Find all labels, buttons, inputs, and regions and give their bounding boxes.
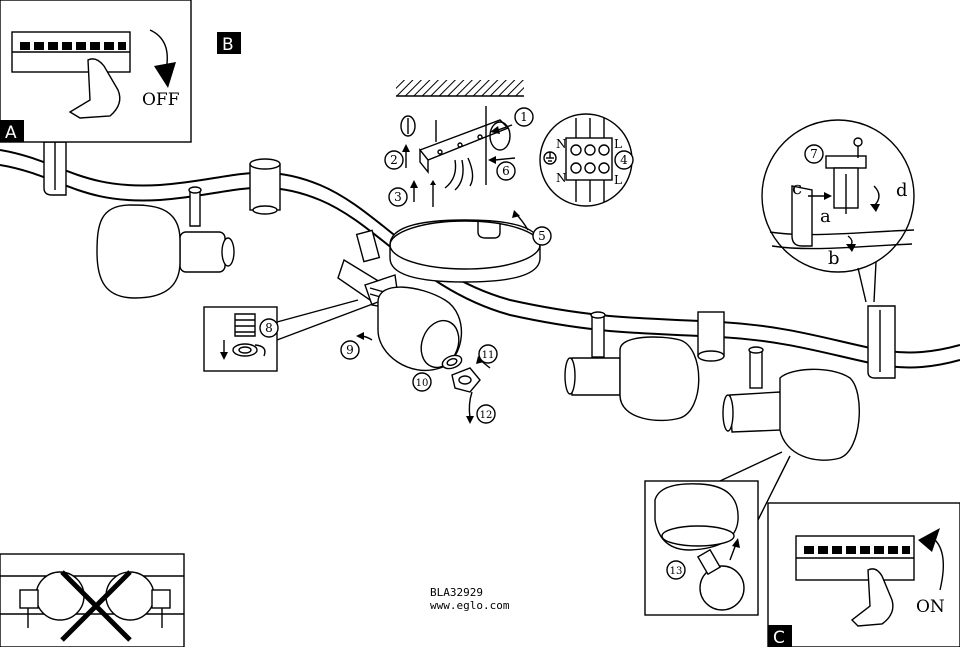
- svg-text:9: 9: [346, 343, 354, 357]
- ground-icon: [543, 151, 557, 165]
- step-marker-2: 2: [384, 150, 404, 170]
- panel-a-switch-off: OFF A: [0, 0, 192, 143]
- step-marker-9: 9: [340, 340, 360, 360]
- product-code: BLA32929: [430, 586, 483, 599]
- svg-text:10: 10: [416, 378, 429, 389]
- step-marker-12: 12: [476, 404, 496, 424]
- screw-vertical: [430, 106, 487, 207]
- svg-text:4: 4: [620, 153, 628, 167]
- breaker-row-c: [804, 546, 910, 554]
- terminal-n-bottom: N: [556, 171, 567, 185]
- svg-text:2: 2: [390, 153, 398, 167]
- spot-lamp-left: [96, 186, 235, 299]
- screwdriver-icon: [400, 115, 416, 137]
- panel-c-switch-on: ON C: [767, 502, 960, 647]
- panel-c-on-label: ON: [916, 597, 945, 617]
- panel-b-letter: B: [222, 35, 234, 55]
- svg-text:3: 3: [394, 190, 402, 204]
- spot-lamp-right-1: [564, 311, 700, 422]
- terminal-l-bottom: L: [614, 173, 622, 187]
- rail-clip-left: [43, 141, 67, 196]
- step-marker-8: 8: [259, 318, 279, 338]
- detail-letter-b: b: [828, 248, 840, 269]
- arrow-step-6: [488, 156, 516, 164]
- panel-a-letter: A: [5, 123, 17, 143]
- step-marker-13: 13: [666, 560, 686, 580]
- footer-info: BLA32929 www.eglo.com: [430, 586, 509, 612]
- arrow-step-9: [356, 332, 373, 341]
- panel-wrong-orientation: [0, 553, 185, 647]
- step-marker-1: 1: [514, 107, 534, 127]
- spot-lamp-center: [337, 229, 463, 371]
- spot-lamp-right-2: [722, 346, 860, 461]
- breaker-row-a: [20, 42, 126, 50]
- step-marker-6: 6: [496, 161, 516, 181]
- step-markers: 1 2 3 4 5 6 7 8 9 10 11 12 13: [259, 107, 824, 580]
- panel-a-off-label: OFF: [142, 90, 180, 110]
- rail-spacer-1: [249, 158, 281, 215]
- ceiling-canopy: [389, 219, 541, 283]
- lampshade-ring-parts: [441, 354, 491, 424]
- curved-rail: [0, 149, 960, 369]
- detail-box-socket: [203, 299, 379, 372]
- step-marker-10: 10: [412, 372, 432, 392]
- step-marker-4: 4: [614, 150, 634, 170]
- detail-letter-d: d: [896, 180, 908, 201]
- svg-text:12: 12: [480, 410, 493, 421]
- terminal-n-top: N: [556, 137, 567, 151]
- screw-icon: [853, 137, 863, 158]
- svg-text:8: 8: [265, 321, 273, 335]
- arrow-step-5: [512, 210, 529, 231]
- arrow-step-3: [410, 180, 418, 202]
- website-url: www.eglo.com: [430, 599, 510, 612]
- svg-text:11: 11: [482, 350, 495, 361]
- step-marker-3: 3: [388, 187, 408, 207]
- clip-detail-circle: c a b d: [761, 119, 915, 303]
- ceiling-surface: [396, 80, 524, 97]
- panel-b-marker: B: [217, 32, 241, 55]
- svg-text:7: 7: [810, 147, 818, 161]
- panel-c-letter: C: [773, 628, 785, 647]
- bulb-icon: [696, 548, 745, 611]
- svg-text:5: 5: [538, 229, 546, 243]
- cross-icon: [60, 570, 132, 642]
- svg-text:6: 6: [502, 164, 510, 178]
- rail-clip-right: [867, 305, 896, 379]
- arrow-step-2: [402, 144, 410, 168]
- terminal-detail-circle: N L N L: [539, 113, 633, 207]
- step-marker-7: 7: [804, 144, 824, 164]
- arrow-step-1: [489, 121, 513, 151]
- svg-text:1: 1: [520, 110, 528, 124]
- bulb-detail-box: [644, 451, 791, 616]
- svg-text:13: 13: [670, 566, 683, 577]
- terminal-l-top: L: [614, 137, 622, 151]
- step-marker-11: 11: [478, 344, 498, 364]
- rail-spacer-2: [697, 311, 725, 362]
- detail-letter-c: c: [792, 178, 802, 199]
- step-marker-5: 5: [532, 226, 552, 246]
- detail-letter-a: a: [820, 206, 831, 227]
